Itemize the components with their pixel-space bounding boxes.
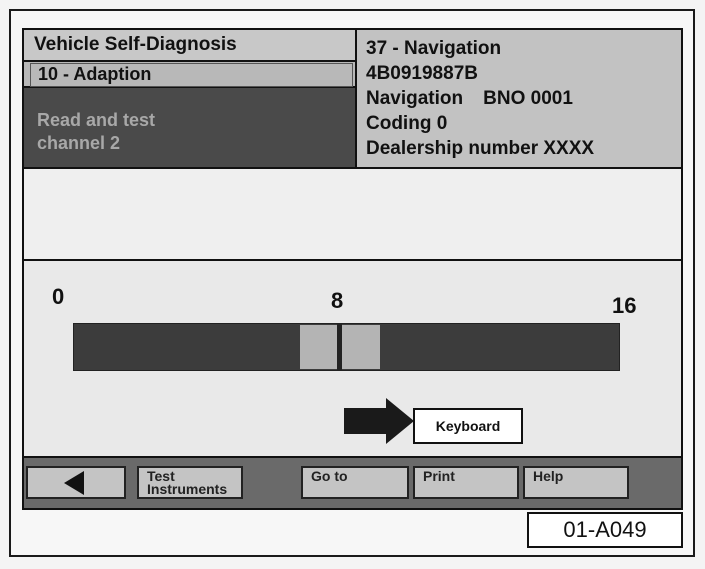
back-arrow-icon bbox=[64, 470, 84, 495]
status-line-2: channel 2 bbox=[37, 133, 121, 153]
module-component-line: Navigation BNO 0001 bbox=[366, 86, 681, 111]
arrow-right-icon bbox=[344, 398, 414, 444]
module-coding: Coding 0 bbox=[366, 113, 448, 134]
back-button[interactable] bbox=[26, 466, 126, 499]
figure-reference-label: 01-A049 bbox=[527, 512, 683, 548]
keyboard-button[interactable]: Keyboard bbox=[413, 408, 523, 444]
module-software: BNO 0001 bbox=[483, 88, 573, 109]
test-instruments-line-1: Test bbox=[147, 468, 175, 484]
function-label: 10 - Adaption bbox=[24, 62, 355, 88]
scale-max-label: 16 bbox=[612, 293, 637, 318]
function-box bbox=[30, 63, 353, 87]
module-dealership: Dealership number XXXX bbox=[366, 138, 595, 159]
module-component: Navigation bbox=[366, 88, 464, 109]
module-part-number: 4B0919887B bbox=[366, 63, 478, 84]
message-area bbox=[24, 169, 681, 261]
function-text: 10 - Adaption bbox=[38, 64, 152, 84]
header-divider bbox=[24, 167, 681, 169]
header-left-panel: Vehicle Self-Diagnosis 10 - Adaption Rea… bbox=[24, 30, 357, 167]
test-instruments-button[interactable]: Test Instruments bbox=[137, 466, 243, 499]
adaption-value-bar[interactable] bbox=[73, 323, 620, 371]
goto-button[interactable]: Go to bbox=[301, 466, 409, 499]
diagnosis-screen: Vehicle Self-Diagnosis 10 - Adaption Rea… bbox=[22, 28, 683, 510]
value-needle bbox=[336, 324, 342, 370]
help-button[interactable]: Help bbox=[523, 466, 629, 499]
control-module-info: 37 - Navigation 4B0919887B Navigation BNO… bbox=[357, 30, 681, 167]
scale-mid-label: 8 bbox=[331, 288, 344, 313]
status-line-1: Read and test bbox=[37, 110, 156, 130]
module-address: 37 - Navigation bbox=[366, 38, 502, 59]
print-button[interactable]: Print bbox=[413, 466, 519, 499]
status-panel: Read and test channel 2 bbox=[24, 88, 355, 167]
screen-title: Vehicle Self-Diagnosis bbox=[24, 30, 355, 62]
scale-min-label: 0 bbox=[52, 284, 65, 309]
function-toolbar: Test Instruments Go to Print Help bbox=[24, 456, 681, 508]
test-instruments-line-2: Instruments bbox=[147, 481, 228, 497]
